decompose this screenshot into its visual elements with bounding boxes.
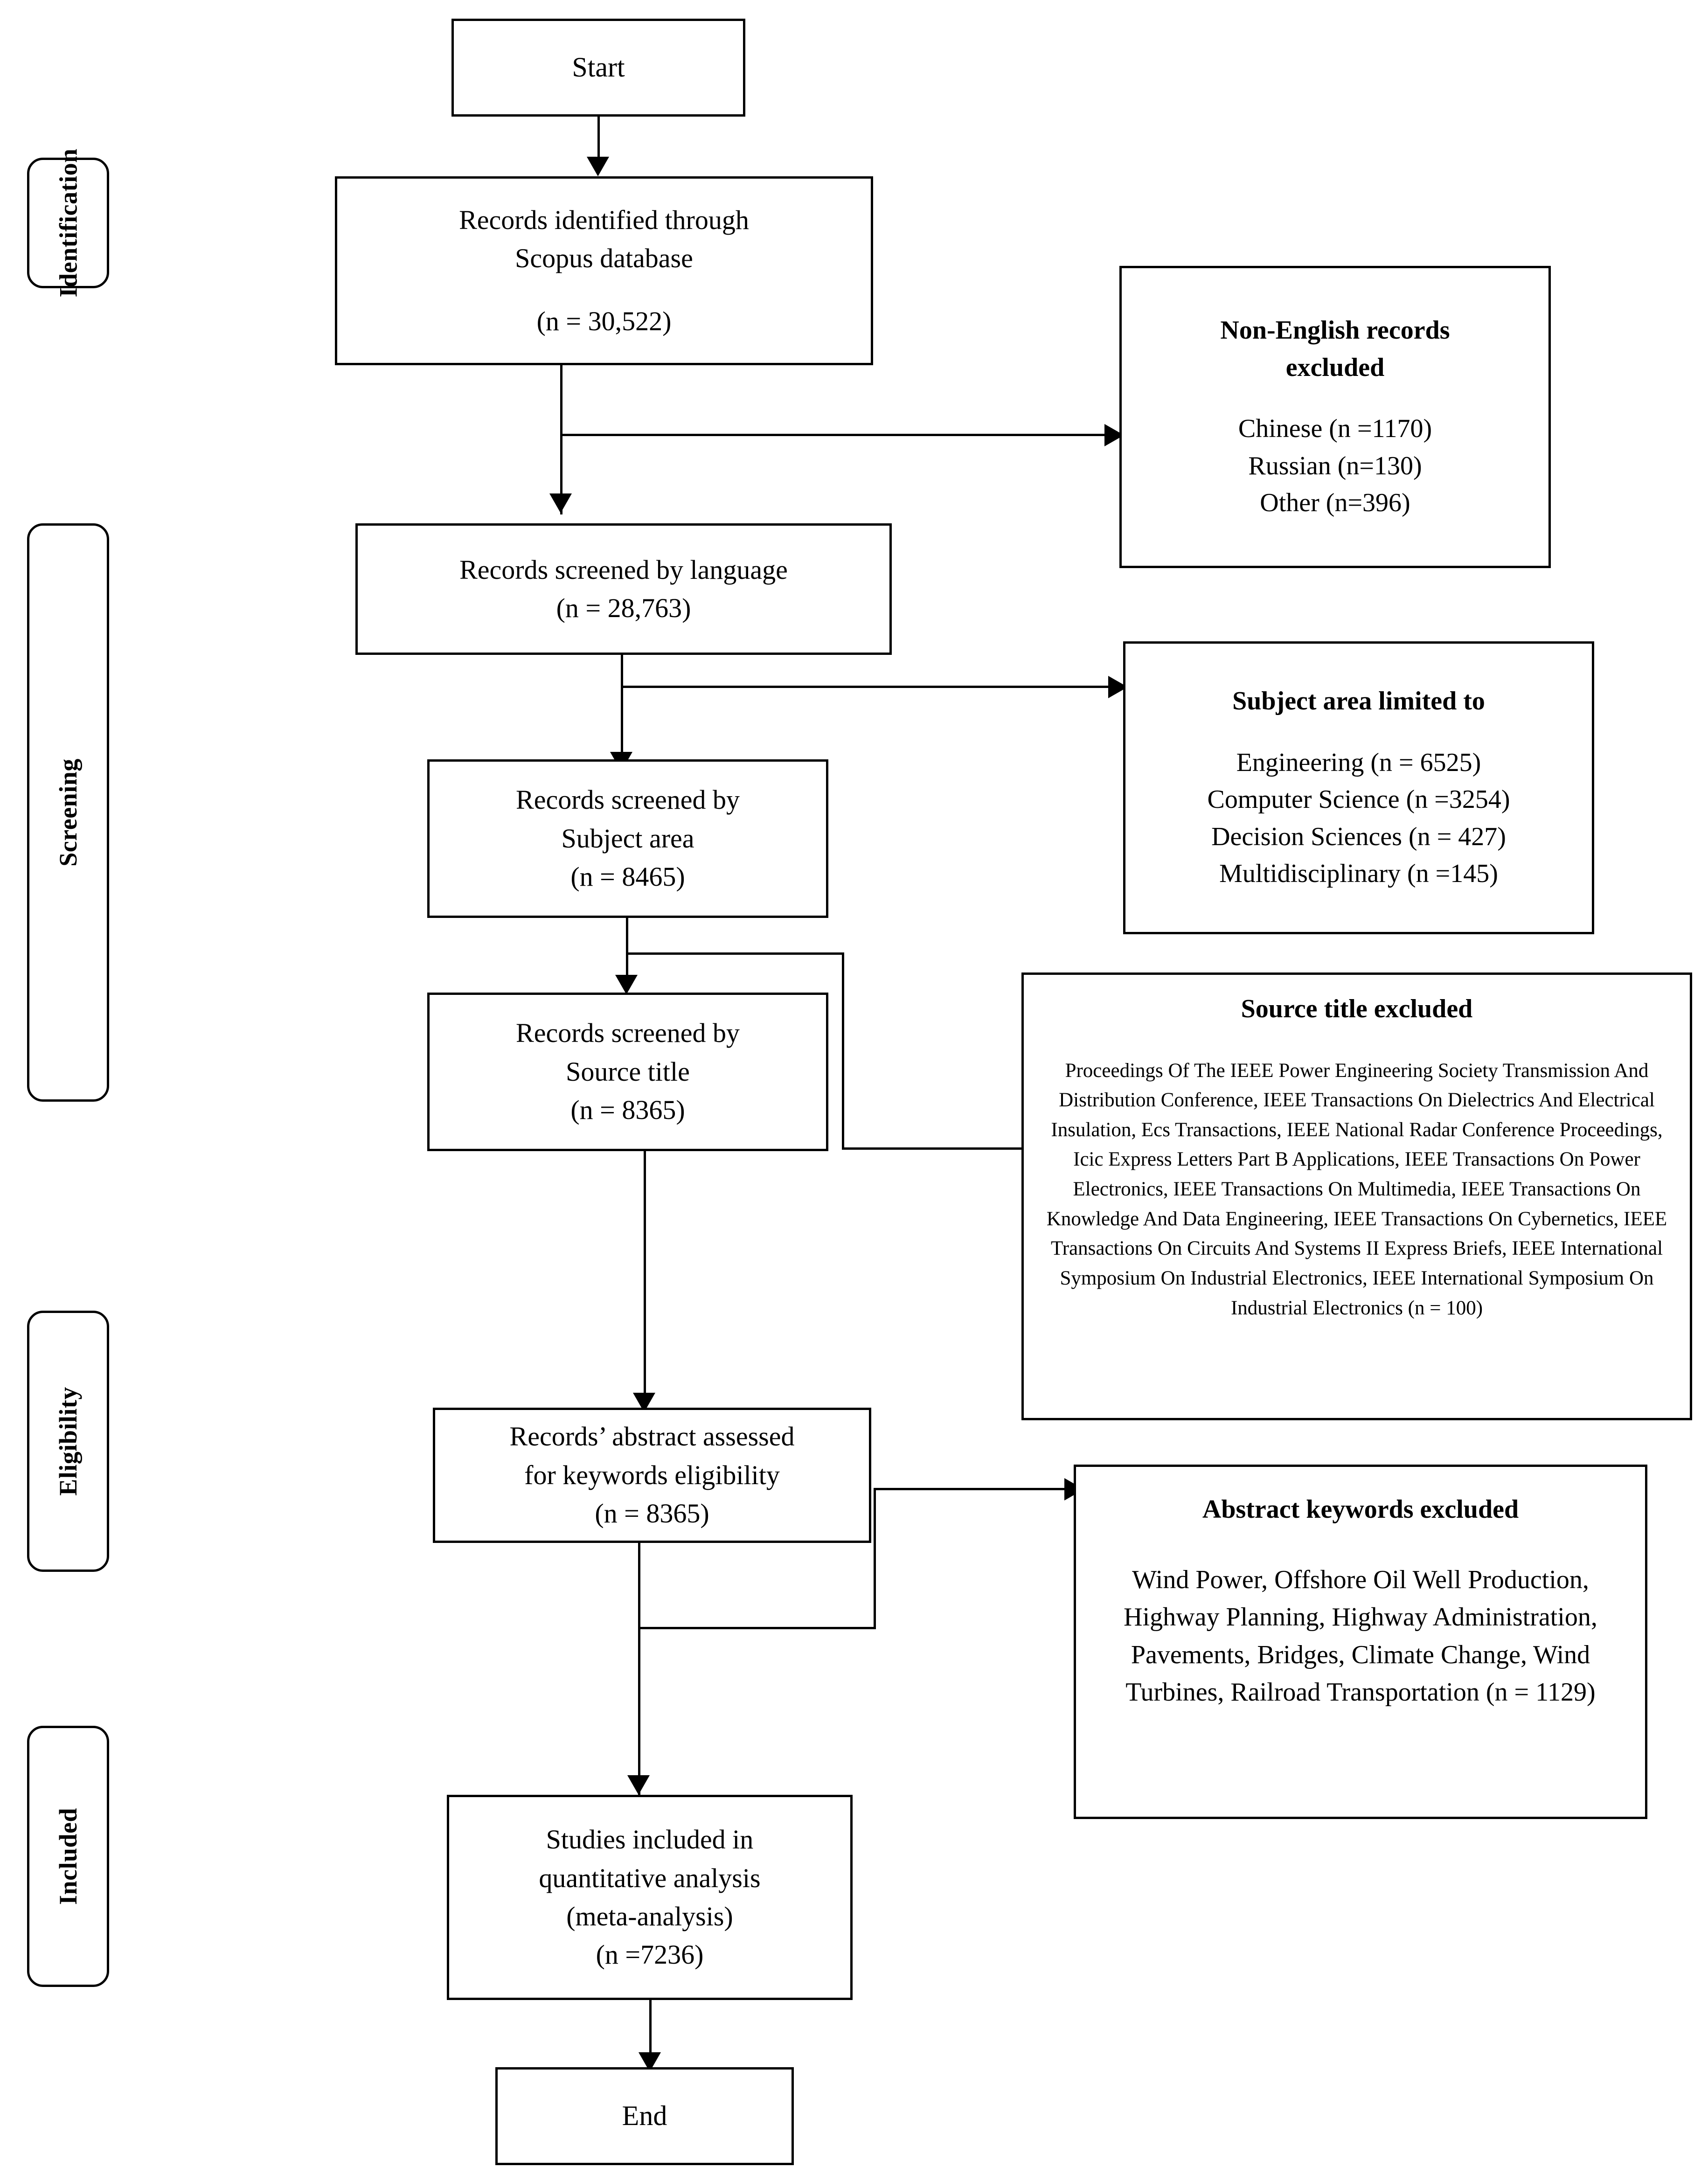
connector-abstract-to-included [638, 1543, 640, 1795]
node-screened-language-line-1: (n = 28,763) [556, 593, 691, 623]
connector-abstract-to-keywords-box [874, 1488, 1074, 1490]
node-screened-language: Records screened by language (n = 28,763… [355, 523, 892, 655]
stage-label-included-text: Included [54, 1807, 82, 1905]
subject-area-item-3: Multidisciplinary (n =145) [1219, 859, 1498, 889]
node-screened-subject-area-line-0: Records screened by [516, 785, 740, 815]
stage-label-eligibility: Eligibility [27, 1311, 109, 1572]
non-english-heading-1: excluded [1285, 353, 1385, 382]
node-abstract-assessed-line-0: Records’ abstract assessed [509, 1421, 795, 1452]
node-screened-subject-area-line-2: (n = 8465) [570, 861, 685, 892]
node-studies-included: Studies included in quantitative analysi… [447, 1795, 853, 2000]
connector-subject-to-source [626, 918, 628, 986]
abstract-keywords-heading-0: Abstract keywords excluded [1202, 1495, 1519, 1524]
arrowhead-start-to-identified [587, 157, 609, 176]
source-title-body: Proceedings Of The IEEE Power Engineerin… [1046, 1059, 1667, 1319]
stage-label-screening: Screening [27, 523, 109, 1102]
non-english-item-1: Russian (n=130) [1248, 451, 1422, 480]
node-screened-source-title: Records screened by Source title (n = 83… [427, 993, 828, 1151]
connector-subject-elbow-top [626, 952, 844, 955]
connector-included-to-end [649, 2000, 652, 2063]
subject-area-item-2: Decision Sciences (n = 427) [1211, 822, 1506, 851]
arrowhead-identified-to-language [549, 493, 572, 513]
node-subject-area-limited: Subject area limited to Engineering (n =… [1123, 641, 1594, 934]
node-records-identified-line-0: Records identified through [459, 204, 749, 235]
connector-subject-to-sourcetitle-box [842, 1147, 1105, 1150]
node-studies-included-line-2: (meta-analysis) [566, 1901, 733, 1931]
node-end: End [495, 2067, 794, 2165]
stage-label-screening-text: Screening [54, 758, 82, 867]
node-screened-subject-area-line-1: Subject area [561, 823, 694, 854]
node-source-title-excluded: Source title excluded Proceedings Of The… [1021, 972, 1692, 1420]
node-studies-included-line-3: (n =7236) [596, 1939, 704, 1970]
arrowhead-abstract-to-included [627, 1775, 650, 1795]
connector-identified-to-nonenglish [560, 434, 1115, 436]
non-english-item-2: Other (n=396) [1260, 488, 1410, 518]
node-end-line-0: End [622, 2100, 667, 2132]
stage-label-identification: Identification [27, 148, 109, 298]
node-abstract-assessed-line-2: (n = 8365) [595, 1498, 709, 1529]
stage-label-included: Included [27, 1726, 109, 1987]
node-screened-language-line-0: Records screened by language [459, 554, 788, 585]
node-screened-subject-area: Records screened by Subject area (n = 84… [427, 759, 828, 918]
node-abstract-keywords-excluded: Abstract keywords excluded Wind Power, O… [1074, 1465, 1647, 1819]
node-screened-source-title-line-2: (n = 8365) [570, 1095, 685, 1125]
subject-area-heading-0: Subject area limited to [1232, 687, 1485, 716]
node-studies-included-line-0: Studies included in [546, 1824, 754, 1855]
node-start: Start [451, 19, 745, 117]
stage-label-eligibility-text: Eligibility [54, 1387, 82, 1496]
connector-abstract-elbow-bottom [638, 1627, 876, 1629]
connector-start-to-identified [597, 117, 600, 160]
connector-abstract-elbow-right [874, 1488, 876, 1628]
node-screened-source-title-line-0: Records screened by [516, 1018, 740, 1049]
stage-label-identification-text: Identification [54, 148, 83, 298]
connector-source-to-abstract [644, 1151, 646, 1412]
node-abstract-assessed: Records’ abstract assessed for keywords … [433, 1408, 871, 1543]
node-screened-source-title-line-1: Source title [566, 1056, 690, 1087]
node-records-identified: Records identified through Scopus databa… [335, 176, 873, 365]
connector-language-to-subject [621, 655, 623, 771]
node-non-english-excluded: Non-English records excluded Chinese (n … [1119, 266, 1551, 568]
node-records-identified-line-3: (n = 30,522) [536, 306, 672, 336]
subject-area-item-0: Engineering (n = 6525) [1236, 748, 1481, 777]
source-title-heading-0: Source title excluded [1241, 994, 1473, 1023]
node-studies-included-line-1: quantitative analysis [539, 1862, 761, 1893]
node-abstract-assessed-line-1: for keywords eligibility [524, 1459, 780, 1490]
subject-area-item-1: Computer Science (n =3254) [1207, 785, 1510, 814]
connector-subject-elbow-right [842, 952, 844, 1149]
non-english-heading-0: Non-English records [1220, 316, 1450, 345]
non-english-item-0: Chinese (n =1170) [1238, 414, 1432, 444]
connector-language-to-subjectarea-box [621, 686, 1119, 688]
node-records-identified-line-1: Scopus database [515, 243, 693, 274]
abstract-keywords-body: Wind Power, Offshore Oil Well Production… [1124, 1565, 1597, 1707]
connector-identified-to-language [560, 365, 562, 514]
node-start-line-0: Start [572, 52, 625, 83]
arrowhead-subject-to-source [615, 975, 638, 994]
